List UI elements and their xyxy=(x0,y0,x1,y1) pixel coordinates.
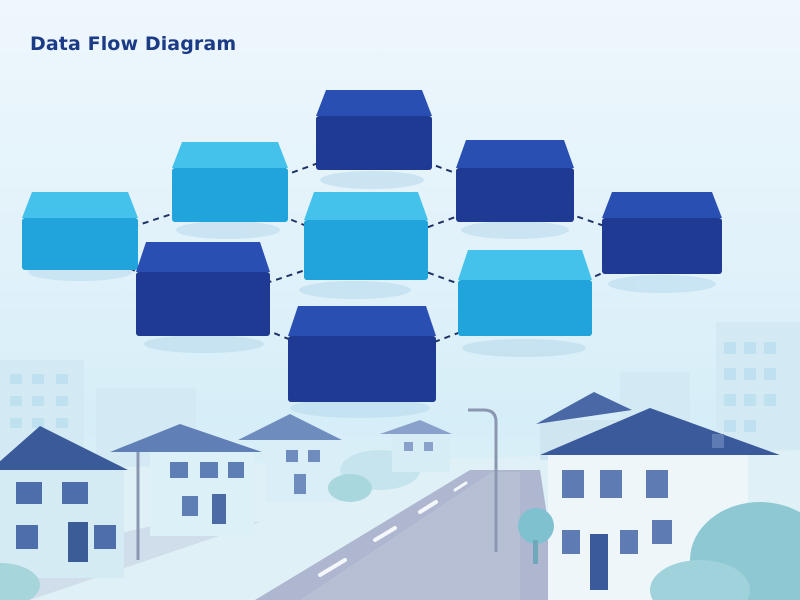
diagram-title: Data Flow Diagram xyxy=(30,33,237,55)
node-top-face xyxy=(288,306,436,336)
trees xyxy=(0,474,800,600)
node-n5[interactable] xyxy=(304,192,428,280)
road xyxy=(0,470,560,600)
node-n4[interactable] xyxy=(22,192,138,270)
node-top-face xyxy=(316,90,432,116)
node-front-face xyxy=(22,218,138,270)
node-front-face xyxy=(172,168,288,222)
node-n2[interactable] xyxy=(172,142,288,222)
node-front-face xyxy=(458,280,592,336)
node-front-face xyxy=(288,336,436,402)
house-left xyxy=(0,426,128,578)
node-n7[interactable] xyxy=(136,242,270,336)
node-n1[interactable] xyxy=(316,90,432,170)
node-top-face xyxy=(22,192,138,218)
node-front-face xyxy=(136,272,270,336)
node-top-face xyxy=(456,140,574,168)
node-front-face xyxy=(602,218,722,274)
node-top-face xyxy=(458,250,592,280)
node-top-face xyxy=(304,192,428,220)
house-far xyxy=(238,414,452,502)
node-group xyxy=(22,90,722,402)
node-top-face xyxy=(172,142,288,168)
node-top-face xyxy=(136,242,270,272)
node-top-face xyxy=(602,192,722,218)
node-n8[interactable] xyxy=(458,250,592,336)
node-n6[interactable] xyxy=(602,192,722,274)
node-front-face xyxy=(456,168,574,222)
node-n3[interactable] xyxy=(456,140,574,222)
node-front-face xyxy=(304,220,428,280)
house-middle xyxy=(110,424,262,536)
node-n9[interactable] xyxy=(288,306,436,402)
node-front-face xyxy=(316,116,432,170)
distant-building-windows xyxy=(10,342,776,432)
